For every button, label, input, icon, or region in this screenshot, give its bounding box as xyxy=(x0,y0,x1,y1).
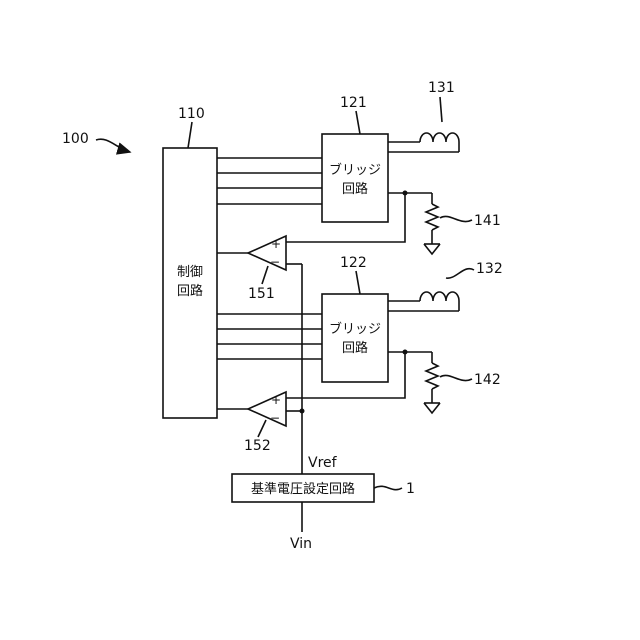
comparator-2-minus: − xyxy=(270,411,280,425)
control-to-bridge-1-lines xyxy=(217,158,322,204)
bridge-1-label-line2: 回路 xyxy=(342,181,368,197)
resistor-1-ref-leader xyxy=(440,216,472,221)
control-label-line2: 回路 xyxy=(177,283,203,299)
control-to-bridge-2-lines xyxy=(217,314,322,359)
bridge-2-ref-leader xyxy=(356,271,360,294)
coil-2-symbol xyxy=(388,292,459,311)
resistor-2-symbol xyxy=(388,350,438,404)
comparator-1-plus: + xyxy=(271,237,281,251)
comparator-2-ref-label: 152 xyxy=(244,438,271,454)
bridge-2-label-line1: ブリッジ xyxy=(329,321,381,337)
bridge-2-label-line2: 回路 xyxy=(342,340,368,356)
bridge-circuit-2-box xyxy=(322,294,388,382)
control-ref-leader xyxy=(188,122,192,148)
control-label-line1: 制御 xyxy=(177,265,203,280)
reference-circuit-label: 基準電圧設定回路 xyxy=(251,481,355,497)
resistor-1-symbol xyxy=(388,191,438,245)
resistor-2-ref-leader xyxy=(440,375,472,380)
comparator-2-symbol: + − xyxy=(217,392,305,426)
comparator-1-minus: − xyxy=(270,255,280,269)
bridge-1-ref-label: 121 xyxy=(340,95,367,111)
coil-1-ref-leader xyxy=(440,97,442,122)
reference-ref-label: 1 xyxy=(406,481,415,497)
bridge-1-ref-leader xyxy=(356,111,360,134)
coil-2-ref-leader xyxy=(446,269,474,279)
resistor-1-ref-label: 141 xyxy=(474,213,501,229)
coil-1-symbol xyxy=(388,133,459,152)
coil-1-ref-label: 131 xyxy=(428,80,455,96)
vref-label: Vref xyxy=(308,455,338,471)
coil-2-ref-label: 132 xyxy=(476,261,503,277)
comparator-2-plus: + xyxy=(271,393,281,407)
bridge-circuit-1-box xyxy=(322,134,388,222)
bridge-1-label-line1: ブリッジ xyxy=(329,162,381,178)
system-ref-label: 100 xyxy=(62,131,89,147)
bridge-2-ref-label: 122 xyxy=(340,255,367,271)
comparator-2-ref-leader xyxy=(258,420,266,437)
resistor-2-ref-label: 142 xyxy=(474,372,501,388)
vin-label: Vin xyxy=(290,536,312,552)
comparator-1-ref-leader xyxy=(262,266,268,284)
ground-icon xyxy=(424,403,440,413)
comparator-1-symbol: + − xyxy=(217,236,302,270)
reference-ref-leader xyxy=(374,486,402,489)
comparator-1-ref-label: 151 xyxy=(248,286,275,302)
control-ref-label: 110 xyxy=(178,106,205,122)
ground-icon xyxy=(424,244,440,254)
system-ref-arrow xyxy=(96,139,130,152)
control-circuit-box xyxy=(163,148,217,418)
